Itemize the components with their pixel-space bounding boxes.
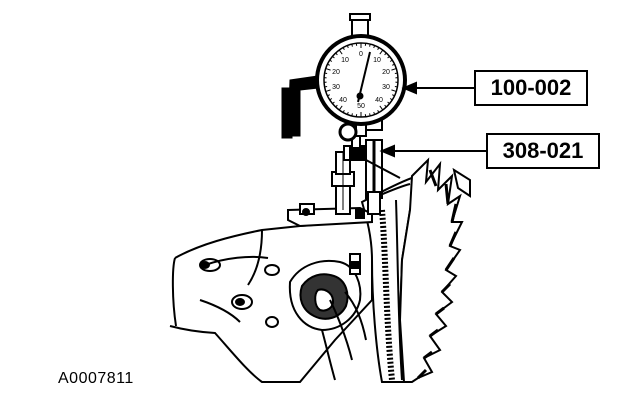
dial-tick	[346, 111, 349, 115]
dial-tick	[327, 94, 330, 97]
callout-label-100-002: 100-002	[474, 70, 588, 106]
dial-tick	[369, 44, 371, 47]
dial-tick	[351, 44, 353, 47]
dial-tick	[387, 101, 390, 104]
dial-tick	[335, 52, 338, 56]
dial-tick	[332, 101, 335, 104]
dial-number: 10	[341, 57, 349, 64]
dial-tick	[369, 113, 371, 116]
figure-id: A0007811	[58, 370, 134, 387]
dial-tick	[325, 89, 331, 92]
dial-tick	[391, 89, 397, 92]
callout-label-308-021: 308-021	[486, 133, 600, 169]
dial-tick	[387, 56, 390, 59]
dial-tick	[392, 94, 395, 97]
dial-tick	[329, 59, 333, 62]
dial-tick	[342, 47, 345, 51]
dial-tick	[325, 68, 331, 71]
dial-number: 10	[373, 57, 381, 64]
dial-tick	[338, 49, 343, 55]
dial-number: 40	[375, 97, 383, 104]
dial-number: 30	[382, 84, 390, 91]
dial-number: 50	[357, 103, 365, 110]
dial-tick	[384, 104, 387, 108]
dial-tick	[379, 49, 384, 55]
dial-number: 20	[382, 69, 390, 76]
differential-housing	[169, 221, 373, 383]
dial-number: 30	[332, 84, 340, 91]
dial-numbers: 10 0 10 20 30 40 20 30 40 50	[332, 51, 390, 110]
dial-tick	[379, 105, 384, 111]
ring-gear	[360, 157, 471, 383]
dial-tick	[332, 56, 335, 59]
dial-indicator: 10 0 10 20 30 40 20 30 40 50	[281, 13, 407, 142]
dial-tick	[391, 68, 397, 71]
dial-number: 20	[332, 69, 340, 76]
leader-lines	[379, 81, 486, 158]
dial-ticks	[324, 43, 398, 117]
dial-tick	[389, 98, 393, 101]
dial-tick	[373, 111, 376, 115]
dial-tick	[392, 63, 395, 66]
dial-number: 40	[339, 97, 347, 104]
dial-tick	[329, 98, 333, 101]
dial-tick	[351, 113, 353, 116]
indicator-mount	[287, 119, 401, 228]
dial-tick	[377, 109, 380, 113]
dial-tick	[327, 63, 330, 66]
dial-tick	[384, 52, 387, 56]
dial-tick	[338, 105, 343, 111]
dial-tick	[342, 109, 345, 113]
dial-number: 0	[359, 51, 363, 58]
dial-tick	[389, 59, 393, 62]
dial-tick	[377, 47, 380, 51]
dial-tick	[346, 45, 349, 49]
dial-tick	[335, 104, 338, 108]
dial-tick	[373, 45, 376, 49]
